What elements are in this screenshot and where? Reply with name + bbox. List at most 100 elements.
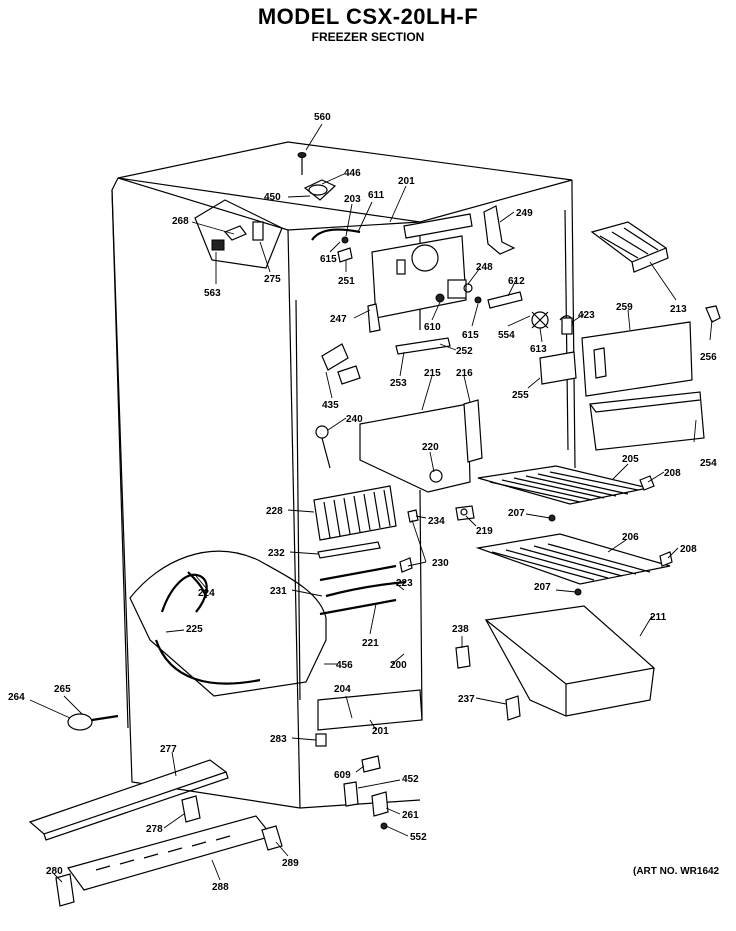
part-label-615-left: 615 bbox=[320, 254, 337, 265]
part-label-249: 249 bbox=[516, 208, 533, 219]
part-label-234: 234 bbox=[428, 516, 445, 527]
part-label-208-lower: 208 bbox=[680, 544, 697, 555]
clip-283 bbox=[315, 733, 327, 747]
part-label-615-right: 615 bbox=[462, 330, 479, 341]
part-label-248: 248 bbox=[476, 262, 493, 273]
clips-230 bbox=[399, 509, 419, 573]
part-label-277: 277 bbox=[160, 744, 177, 755]
part-label-268: 268 bbox=[172, 216, 189, 227]
light-socket-423 bbox=[561, 317, 573, 335]
part-label-252: 252 bbox=[456, 346, 473, 357]
ice-bin-panel-259 bbox=[581, 321, 693, 397]
door-liner-225 bbox=[129, 550, 327, 697]
duct-216 bbox=[463, 399, 483, 463]
part-label-254: 254 bbox=[700, 458, 717, 469]
baffle-252 bbox=[395, 337, 451, 355]
part-label-220: 220 bbox=[422, 442, 439, 453]
part-label-221: 221 bbox=[362, 638, 379, 649]
part-label-207-lower: 207 bbox=[534, 582, 551, 593]
shelf-205 bbox=[477, 465, 649, 505]
part-label-264: 264 bbox=[8, 692, 25, 703]
part-label-288: 288 bbox=[212, 882, 229, 893]
part-label-275: 275 bbox=[264, 274, 281, 285]
part-label-219: 219 bbox=[476, 526, 493, 537]
part-label-435: 435 bbox=[322, 400, 339, 411]
thermostat-knob-446 bbox=[303, 179, 337, 201]
diagram-subtitle: FREEZER SECTION bbox=[311, 30, 425, 44]
part-label-237: 237 bbox=[458, 694, 475, 705]
part-label-278: 278 bbox=[146, 824, 163, 835]
part-label-231: 231 bbox=[270, 586, 287, 597]
top-screw-560 bbox=[297, 152, 307, 175]
part-label-228: 228 bbox=[266, 506, 283, 517]
ice-bin-front-254 bbox=[589, 391, 705, 451]
fan-bracket-612 bbox=[487, 291, 573, 329]
fasteners bbox=[548, 475, 673, 596]
part-label-215: 215 bbox=[424, 368, 441, 379]
part-label-216: 216 bbox=[456, 368, 473, 379]
freezer-bin-211 bbox=[484, 605, 656, 717]
bracket-238 bbox=[455, 645, 471, 669]
part-label-206: 206 bbox=[622, 532, 639, 543]
fitting-219 bbox=[455, 505, 475, 521]
part-label-259: 259 bbox=[616, 302, 633, 313]
heater-231 bbox=[319, 564, 407, 616]
part-label-207-upper: 207 bbox=[508, 508, 525, 519]
part-label-200: 200 bbox=[390, 660, 407, 671]
rail-277 bbox=[28, 759, 229, 841]
hinge-278 bbox=[181, 795, 201, 823]
part-label-423: 423 bbox=[578, 310, 595, 321]
part-label-265: 265 bbox=[54, 684, 71, 695]
diagram-title: MODEL CSX-20LH-F bbox=[257, 4, 479, 29]
light-switch-box-268 bbox=[194, 199, 283, 269]
part-label-609: 609 bbox=[334, 770, 351, 781]
part-label-560: 560 bbox=[314, 112, 331, 123]
ice-tray-213 bbox=[590, 221, 669, 273]
hinge-pin-261 bbox=[371, 791, 389, 830]
heater-240 bbox=[315, 425, 331, 469]
part-label-256: 256 bbox=[700, 352, 717, 363]
evaporator-228 bbox=[313, 485, 397, 541]
part-label-225: 225 bbox=[186, 624, 203, 635]
part-label-238: 238 bbox=[452, 624, 469, 635]
door-stop-609 bbox=[361, 755, 381, 773]
lamp-264 bbox=[67, 713, 119, 731]
part-label-240: 240 bbox=[346, 414, 363, 425]
part-label-213: 213 bbox=[670, 304, 687, 315]
art-number: (ART NO. WR1642 bbox=[633, 866, 720, 877]
end-cap-289 bbox=[261, 825, 283, 851]
part-label-552: 552 bbox=[410, 832, 427, 843]
part-label-203: 203 bbox=[344, 194, 361, 205]
part-label-224: 224 bbox=[198, 588, 215, 599]
part-label-253: 253 bbox=[390, 378, 407, 389]
bracket-237 bbox=[505, 695, 521, 721]
shelf-206 bbox=[475, 533, 671, 585]
end-cap-280 bbox=[55, 873, 75, 907]
bracket-249 bbox=[483, 205, 516, 255]
part-label-261: 261 bbox=[402, 810, 419, 821]
part-label-223: 223 bbox=[396, 578, 413, 589]
part-labels: 560 446 450 203 611 201 249 268 275 563 … bbox=[8, 112, 717, 893]
part-label-280: 280 bbox=[46, 866, 63, 877]
part-label-232: 232 bbox=[268, 548, 285, 559]
clip-256 bbox=[705, 305, 721, 323]
part-label-450: 450 bbox=[264, 192, 281, 203]
part-label-612: 612 bbox=[508, 276, 525, 287]
part-label-452: 452 bbox=[402, 774, 419, 785]
timer-248 bbox=[435, 279, 482, 304]
part-label-230: 230 bbox=[432, 558, 449, 569]
part-label-446: 446 bbox=[344, 168, 361, 179]
part-label-255: 255 bbox=[512, 390, 529, 401]
tubing-203 bbox=[311, 228, 361, 263]
part-label-611: 611 bbox=[368, 190, 385, 201]
part-label-456: 456 bbox=[336, 660, 353, 671]
part-label-247: 247 bbox=[330, 314, 347, 325]
part-label-201-top: 201 bbox=[398, 176, 415, 187]
cover-255 bbox=[539, 351, 577, 385]
part-label-289: 289 bbox=[282, 858, 299, 869]
defrost-tube-224 bbox=[187, 571, 208, 599]
part-label-251: 251 bbox=[338, 276, 355, 287]
leader-lines bbox=[29, 123, 713, 883]
part-label-211: 211 bbox=[650, 612, 667, 623]
